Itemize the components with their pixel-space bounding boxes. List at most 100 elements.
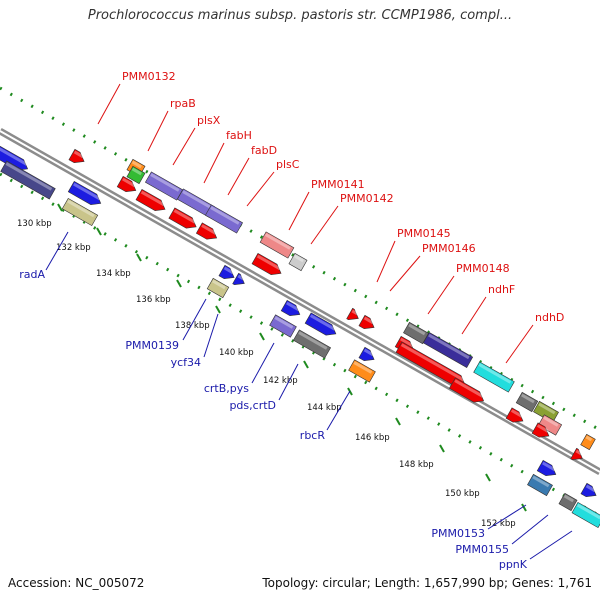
gene-feature xyxy=(259,231,295,259)
gene-feature xyxy=(448,377,485,403)
gene-label-pmm0146[interactable]: PMM0146 xyxy=(422,242,476,255)
tick-mark xyxy=(215,305,221,314)
gene-feature xyxy=(232,272,245,286)
gene-feature xyxy=(580,482,597,498)
leader-line xyxy=(389,255,421,292)
leader-line xyxy=(147,110,169,152)
gene-label-plsx[interactable]: plsX xyxy=(197,114,221,127)
gene-feature xyxy=(61,197,99,227)
tick-mark xyxy=(136,253,142,262)
tick-label: 144 kbp xyxy=(307,403,342,413)
gene-feature xyxy=(515,391,539,413)
gene-label-rada[interactable]: radA xyxy=(19,268,45,281)
tick-mark xyxy=(439,444,445,453)
gene-label-pmm0153[interactable]: PMM0153 xyxy=(431,527,485,540)
gene-feature xyxy=(558,492,578,512)
gene-feature xyxy=(505,407,524,423)
tick-mark xyxy=(259,332,265,341)
leader-line xyxy=(203,313,219,358)
tick-label: 130 kbp xyxy=(17,219,52,229)
gene-feature xyxy=(68,148,85,164)
gene-feature xyxy=(168,207,197,229)
gene-feature xyxy=(251,252,282,275)
accession-text: Accession: NC_005072 xyxy=(8,576,145,590)
leader-line xyxy=(461,296,487,335)
gene-label-pmm0139[interactable]: PMM0139 xyxy=(125,339,179,352)
gene-label-pmm0145[interactable]: PMM0145 xyxy=(397,227,451,240)
gene-feature xyxy=(0,145,29,171)
leader-line xyxy=(310,205,339,245)
leader-line xyxy=(511,514,549,545)
gene-feature xyxy=(116,175,137,193)
gene-label-ndhf[interactable]: ndhF xyxy=(488,283,515,296)
tick-mark xyxy=(176,279,182,288)
leader-line xyxy=(172,127,196,166)
tick-mark xyxy=(57,203,63,212)
gene-feature xyxy=(531,422,550,438)
tick-label: 134 kbp xyxy=(96,269,131,279)
leader-line xyxy=(376,240,396,283)
gene-feature xyxy=(67,180,102,205)
leader-line xyxy=(227,157,250,196)
gene-label-crtb-pys[interactable]: crtB,pys xyxy=(204,382,249,395)
gene-label-pds-crtd[interactable]: pds,crtD xyxy=(229,399,276,412)
gene-label-ppnk[interactable]: ppnK xyxy=(499,558,528,571)
tick-mark xyxy=(303,360,309,369)
tick-label: 140 kbp xyxy=(219,348,254,358)
leader-line xyxy=(203,142,225,184)
leader-line xyxy=(529,530,573,560)
gene-feature xyxy=(304,312,337,336)
gene-label-pmm0142[interactable]: PMM0142 xyxy=(340,192,394,205)
gene-label-ndhd[interactable]: ndhD xyxy=(535,311,564,324)
gene-feature xyxy=(570,447,583,461)
leader-line xyxy=(326,390,351,431)
gene-feature xyxy=(422,331,474,369)
gene-label-pmm0141[interactable]: PMM0141 xyxy=(311,178,365,191)
tick-label: 150 kbp xyxy=(445,489,480,499)
gene-label-pmm0132[interactable]: PMM0132 xyxy=(122,70,176,83)
tick-label: 146 kbp xyxy=(355,433,390,443)
gene-label-pmm0155[interactable]: PMM0155 xyxy=(455,543,509,556)
leader-line xyxy=(182,298,207,341)
leader-line xyxy=(246,171,275,207)
gene-feature xyxy=(358,314,375,330)
tick-mark xyxy=(485,473,491,482)
gene-feature xyxy=(0,160,56,200)
gene-feature xyxy=(537,414,563,436)
gene-feature xyxy=(269,314,297,338)
gene-feature xyxy=(533,400,559,424)
gene-features xyxy=(0,145,600,529)
gene-feature xyxy=(206,277,230,299)
gene-label-plsc[interactable]: plsC xyxy=(276,158,300,171)
backbone-line-inner xyxy=(0,130,600,473)
gene-label-rbcr[interactable]: rbcR xyxy=(300,429,326,442)
inner-dotted-ring xyxy=(0,172,600,518)
gene-label-pmm0148[interactable]: PMM0148 xyxy=(456,262,510,275)
leader-line xyxy=(487,504,527,530)
gene-feature xyxy=(580,433,596,451)
tick-label: 138 kbp xyxy=(175,321,210,331)
tick-label: 152 kbp xyxy=(481,519,516,529)
gene-feature xyxy=(292,329,332,359)
gene-label-ycf34[interactable]: ycf34 xyxy=(171,356,201,369)
leader-line xyxy=(278,363,299,401)
gene-label-fabh[interactable]: fabH xyxy=(226,129,252,142)
leader-line xyxy=(45,231,69,271)
gene-feature xyxy=(571,501,600,529)
leader-line xyxy=(505,324,534,364)
gene-label-fabd[interactable]: fabD xyxy=(251,144,277,157)
gene-label-rpab[interactable]: rpaB xyxy=(170,97,196,110)
tick-mark xyxy=(395,417,401,426)
tick-label: 132 kbp xyxy=(56,243,91,253)
map-title: Prochlorococcus marinus subsp. pastoris … xyxy=(87,8,513,23)
gene-feature xyxy=(204,204,244,234)
tick-label: 142 kbp xyxy=(263,376,298,386)
gene-feature xyxy=(280,299,301,317)
leader-line xyxy=(427,275,455,315)
gene-feature xyxy=(536,459,557,477)
tick-label: 136 kbp xyxy=(136,295,171,305)
tick-mark xyxy=(96,227,102,236)
gene-feature xyxy=(195,222,218,240)
gene-labels: PMM0132rpaBplsXfabHfabDplsCPMM0141PMM014… xyxy=(19,70,573,571)
